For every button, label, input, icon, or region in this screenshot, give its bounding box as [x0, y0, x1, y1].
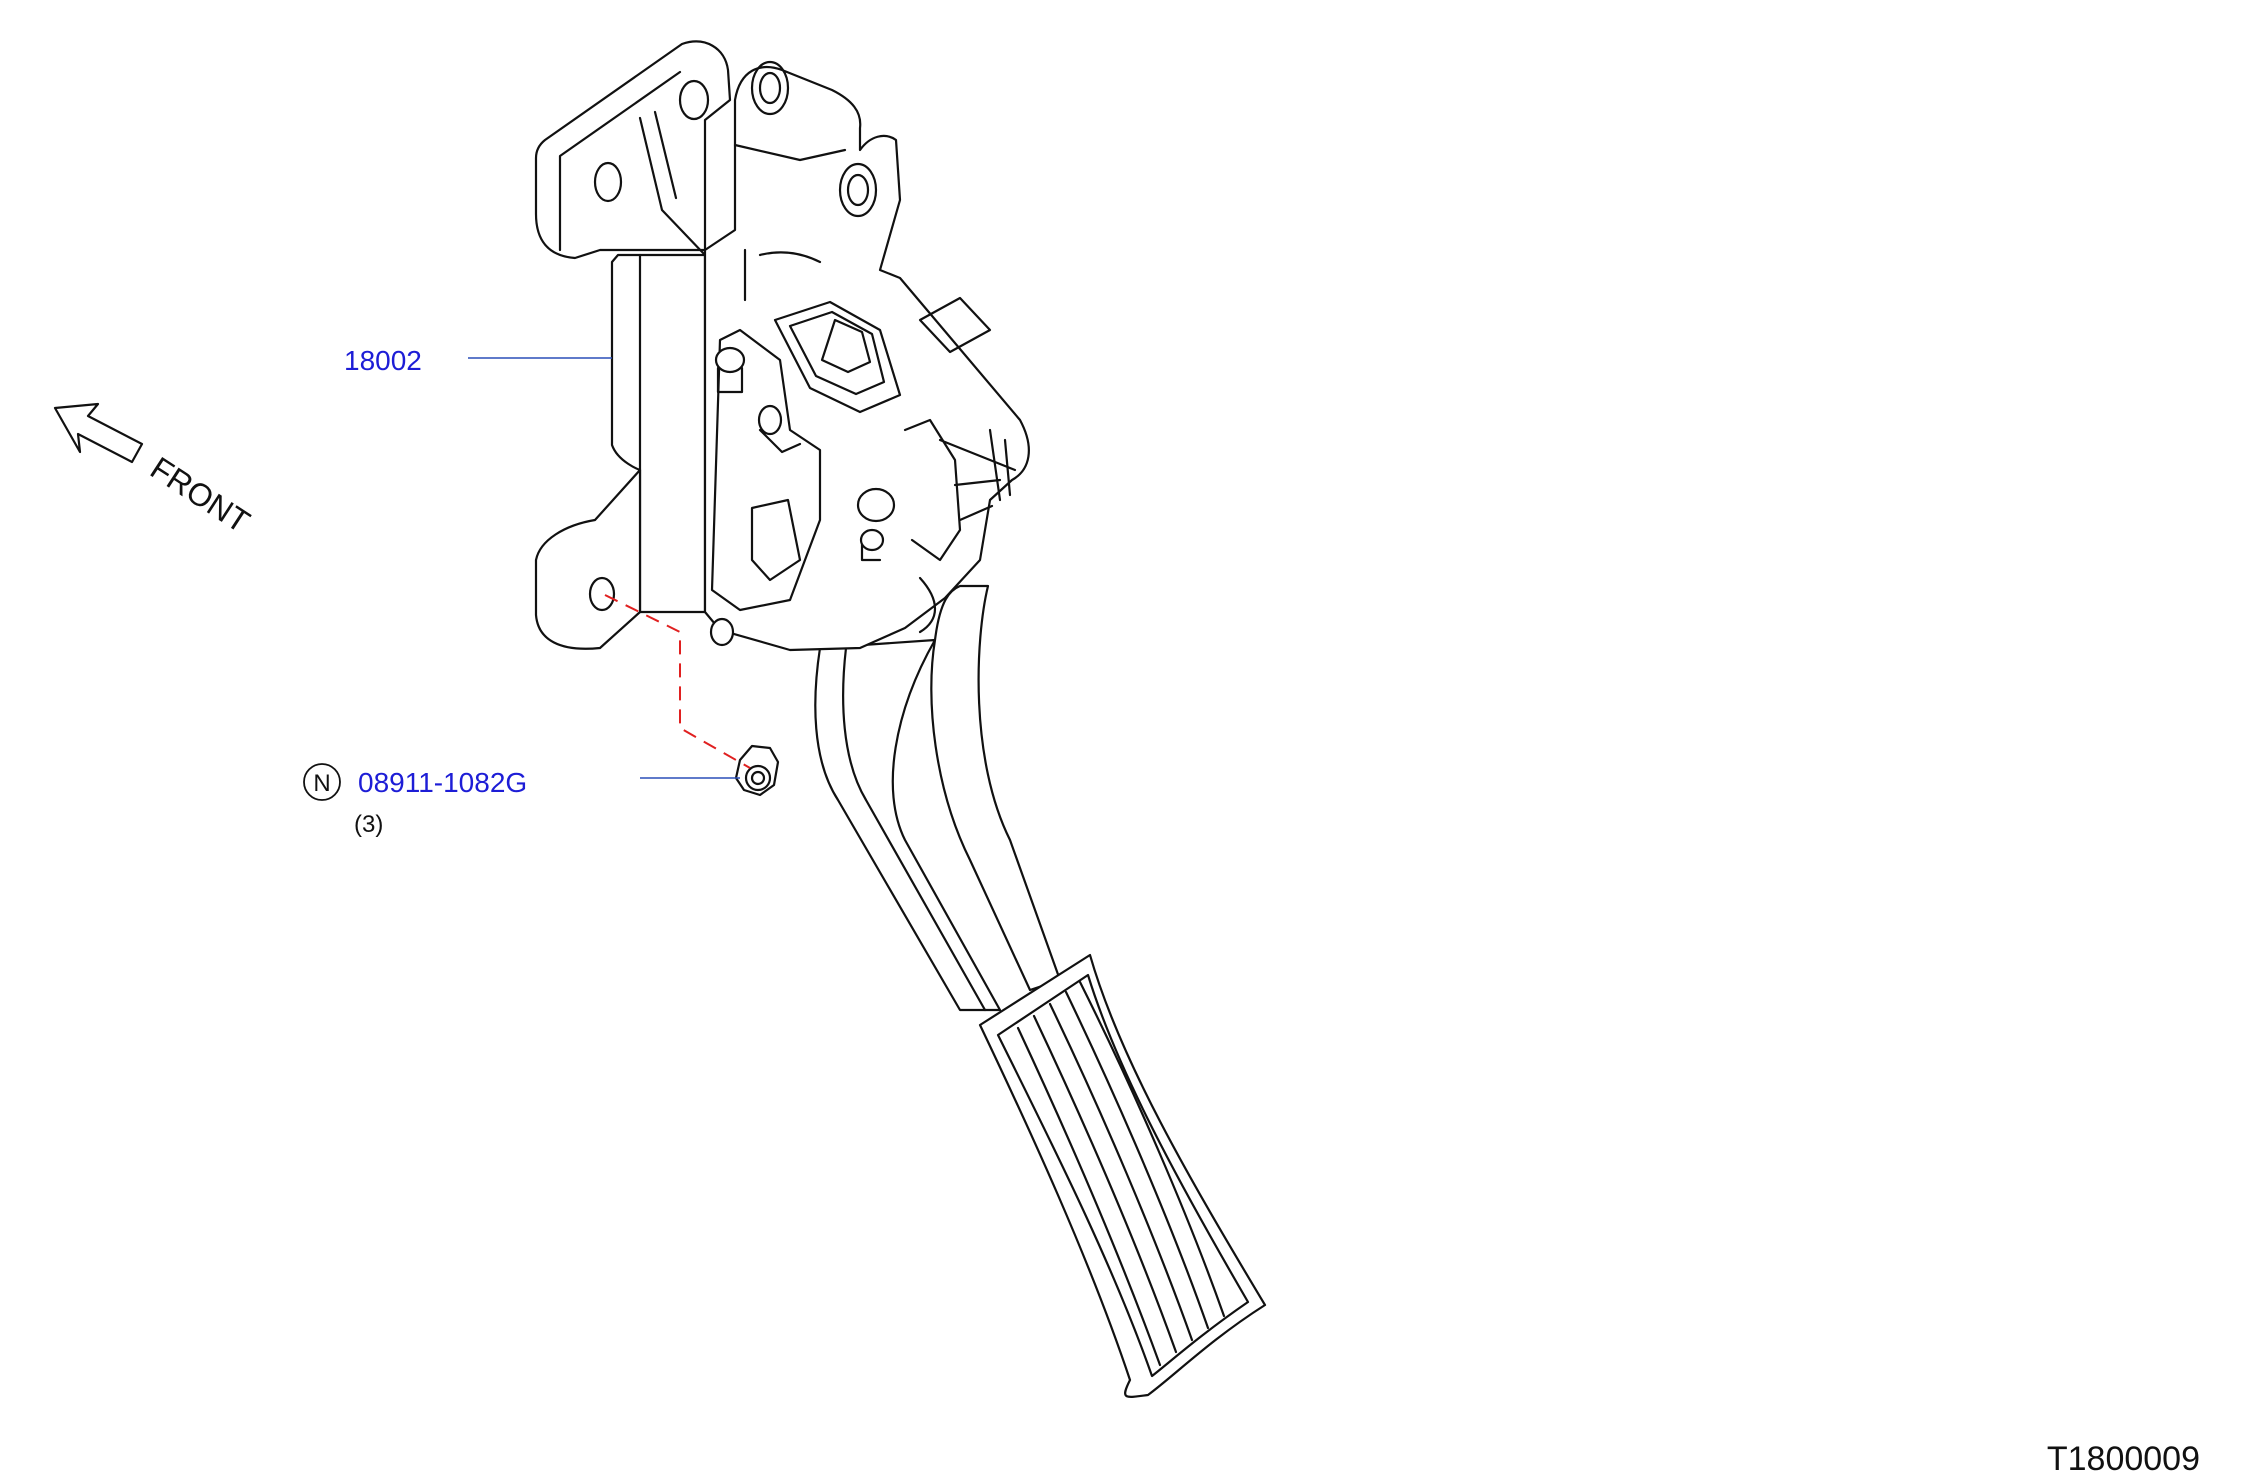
front-label: FRONT [144, 450, 256, 540]
part-number-18002[interactable]: 18002 [344, 345, 422, 376]
part-prefix-symbol: N [313, 770, 330, 797]
fastener-path-line [604, 594, 751, 769]
part-number-08911-1082G[interactable]: 08911-1082G [358, 767, 527, 798]
front-arrow-icon [53, 402, 144, 464]
part-quantity: (3) [354, 811, 383, 838]
flange-nut-icon [734, 744, 780, 797]
sensor-housing [703, 60, 1030, 652]
drawing-code: T1800009 [2047, 1440, 2200, 1478]
pedal-arm [814, 584, 1062, 1012]
mounting-bracket [534, 40, 732, 650]
nissan-standard-part-icon: N [303, 763, 341, 801]
pedal-pad [978, 953, 1267, 1398]
